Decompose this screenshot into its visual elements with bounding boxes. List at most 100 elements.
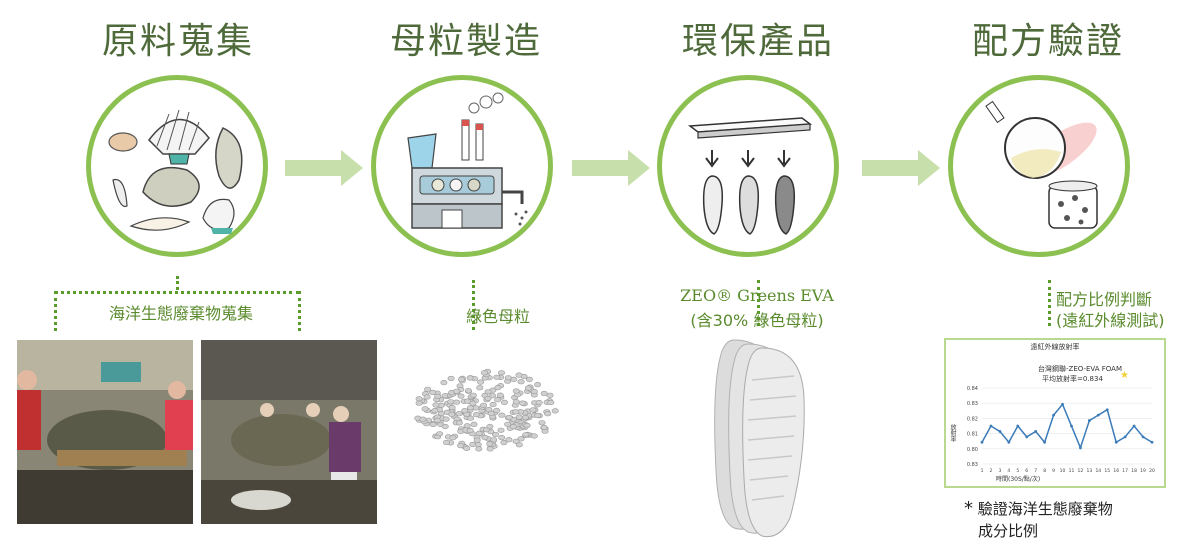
- caption-eco-product-line2: (含30% 綠色母粒): [690, 311, 824, 330]
- workers-photo-right: [201, 340, 377, 524]
- x-tick-label: 1: [981, 468, 984, 474]
- x-tick-label: 6: [1025, 468, 1028, 474]
- pellet: [498, 434, 506, 441]
- pellet: [505, 414, 513, 421]
- pellet: [512, 409, 520, 415]
- pellet: [534, 412, 542, 419]
- pellet: [457, 442, 465, 449]
- pellet: [493, 374, 501, 380]
- emissivity-chart: 遠紅外線放射率 台灣鋼聯-ZEO-EVA FOAM 平均放射率=0.834 ★ …: [944, 338, 1166, 488]
- pellet: [521, 414, 529, 421]
- pellet: [480, 402, 488, 409]
- pellet: [535, 399, 543, 406]
- pellet: [475, 430, 483, 436]
- pellet: [429, 389, 437, 396]
- formula-verify-circle: [948, 75, 1130, 257]
- pellet: [486, 423, 494, 430]
- pellet: [490, 437, 498, 443]
- lab-test-icon: [985, 100, 1098, 229]
- pellet: [442, 416, 450, 422]
- pellet: [475, 446, 483, 452]
- pellet: [419, 416, 427, 422]
- x-tick-label: 19: [1140, 468, 1146, 474]
- data-point: [1025, 435, 1029, 439]
- pellet: [505, 437, 513, 443]
- x-tick-label: 17: [1122, 468, 1128, 474]
- connector-line: [54, 291, 300, 294]
- pellet: [551, 408, 559, 414]
- pellet: [546, 392, 554, 398]
- data-point: [980, 440, 984, 444]
- x-tick-label: 9: [1052, 468, 1055, 474]
- data-point: [1052, 413, 1055, 417]
- pellet: [496, 392, 504, 398]
- chart-legend: 台灣鋼聯-ZEO-EVA FOAM: [1038, 365, 1122, 373]
- pellet: [415, 400, 423, 406]
- pellet: [442, 439, 450, 446]
- pellet: [440, 380, 448, 386]
- pellet: [538, 420, 546, 426]
- pellet: [530, 388, 538, 395]
- pellet: [519, 400, 527, 406]
- pellet: [530, 433, 538, 439]
- data-point: [1150, 440, 1154, 444]
- y-tick-label: 0.80: [967, 447, 978, 453]
- pellet: [497, 427, 505, 433]
- caption-formula-line2: (遠紅外線測試): [1056, 311, 1165, 330]
- x-tick-label: 18: [1131, 468, 1137, 474]
- pellet: [429, 421, 437, 428]
- verification-note: * 驗證海洋生態廢棄物 成分比例: [964, 498, 1113, 542]
- pellet: [453, 388, 461, 394]
- y-tick-label: 0.83: [967, 462, 978, 468]
- pellet: [470, 421, 478, 427]
- connector-line: [176, 276, 179, 290]
- average-star-icon: ★: [1120, 370, 1129, 381]
- data-point: [1105, 408, 1109, 412]
- data-point: [1043, 440, 1047, 444]
- x-tick-label: 16: [1113, 468, 1119, 474]
- pellet: [421, 406, 429, 412]
- pellet: [512, 438, 520, 444]
- x-tick-label: 12: [1078, 468, 1084, 474]
- data-point: [1070, 424, 1073, 428]
- pellet: [509, 423, 517, 430]
- masterbatch-circle: [371, 75, 553, 257]
- connector-line: [298, 291, 301, 331]
- pellet: [423, 394, 431, 400]
- pellet: [500, 399, 508, 406]
- factory-icon: [407, 92, 528, 229]
- x-tick-label: 7: [1034, 468, 1037, 474]
- pellet: [464, 388, 472, 394]
- step-title-raw-material: 原料蒐集: [101, 21, 254, 62]
- pellet: [463, 398, 471, 404]
- y-tick-label: 0.82: [967, 416, 978, 422]
- pellet: [436, 431, 444, 437]
- x-tick-label: 15: [1104, 468, 1110, 474]
- step-title-formula-verify: 配方驗證: [971, 21, 1124, 62]
- step-title-eco-product: 環保產品: [681, 21, 834, 62]
- arrow-right-icon: [285, 150, 363, 186]
- chart-title: 遠紅外線放射率: [1030, 343, 1080, 351]
- pellet: [457, 393, 465, 399]
- pellet: [517, 436, 525, 442]
- y-tick-label: 0.84: [967, 386, 978, 392]
- arrow-right-icon: [572, 150, 650, 186]
- chart-ylabel: 放射率: [949, 424, 956, 442]
- pellet: [434, 393, 442, 400]
- pellet: [447, 399, 455, 405]
- pellet: [463, 445, 471, 451]
- pellet: [469, 392, 477, 398]
- data-point: [1123, 435, 1127, 439]
- pellet: [476, 385, 484, 391]
- pellet: [486, 446, 494, 452]
- pellet: [449, 435, 457, 441]
- pellet: [431, 407, 439, 414]
- data-point: [1096, 413, 1100, 417]
- caption-formula-line1: 配方比例判斷: [1056, 290, 1153, 309]
- pellet: [515, 372, 523, 378]
- connector-line: [472, 280, 475, 330]
- pellet: [472, 411, 480, 418]
- pellet: [477, 379, 485, 385]
- eco-product-circle: [657, 75, 839, 257]
- step-title-masterbatch: 母粒製造: [389, 21, 542, 62]
